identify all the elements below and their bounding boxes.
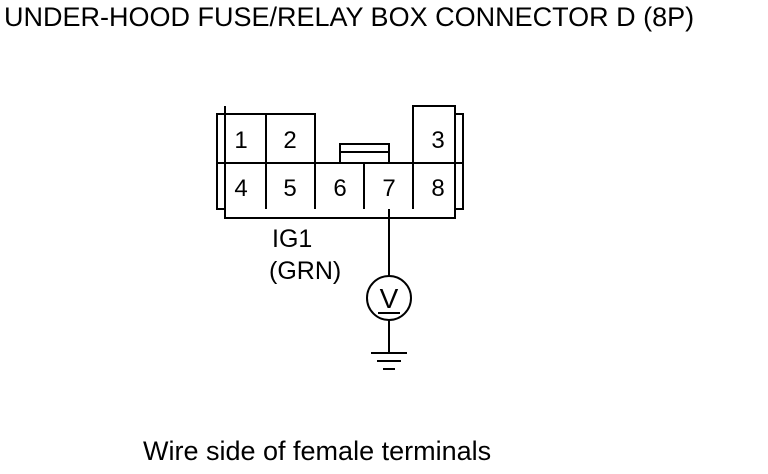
caption: Wire side of female terminals: [143, 436, 492, 466]
blank-cavity-area: [316, 106, 412, 162]
pin-8-label: 8: [431, 175, 444, 202]
pin-6-label: 6: [333, 175, 346, 202]
locking-tab: [339, 143, 390, 163]
pin-5-label: 5: [283, 175, 296, 202]
pin-2-label: 2: [283, 127, 296, 154]
diagram-title: UNDER-HOOD FUSE/RELAY BOX CONNECTOR D (8…: [4, 2, 695, 32]
voltmeter-icon: V: [366, 275, 412, 321]
ground-icon: [371, 352, 407, 370]
pin-7-label: 7: [382, 175, 395, 202]
pin-4-label: 4: [234, 175, 247, 202]
pin-1-label: 1: [234, 127, 247, 154]
pin-3-label: 3: [431, 127, 444, 154]
wire-signal-label: IG1: [272, 225, 312, 253]
voltmeter-symbol: V: [380, 283, 399, 314]
wire-color-label: (GRN): [269, 257, 341, 285]
